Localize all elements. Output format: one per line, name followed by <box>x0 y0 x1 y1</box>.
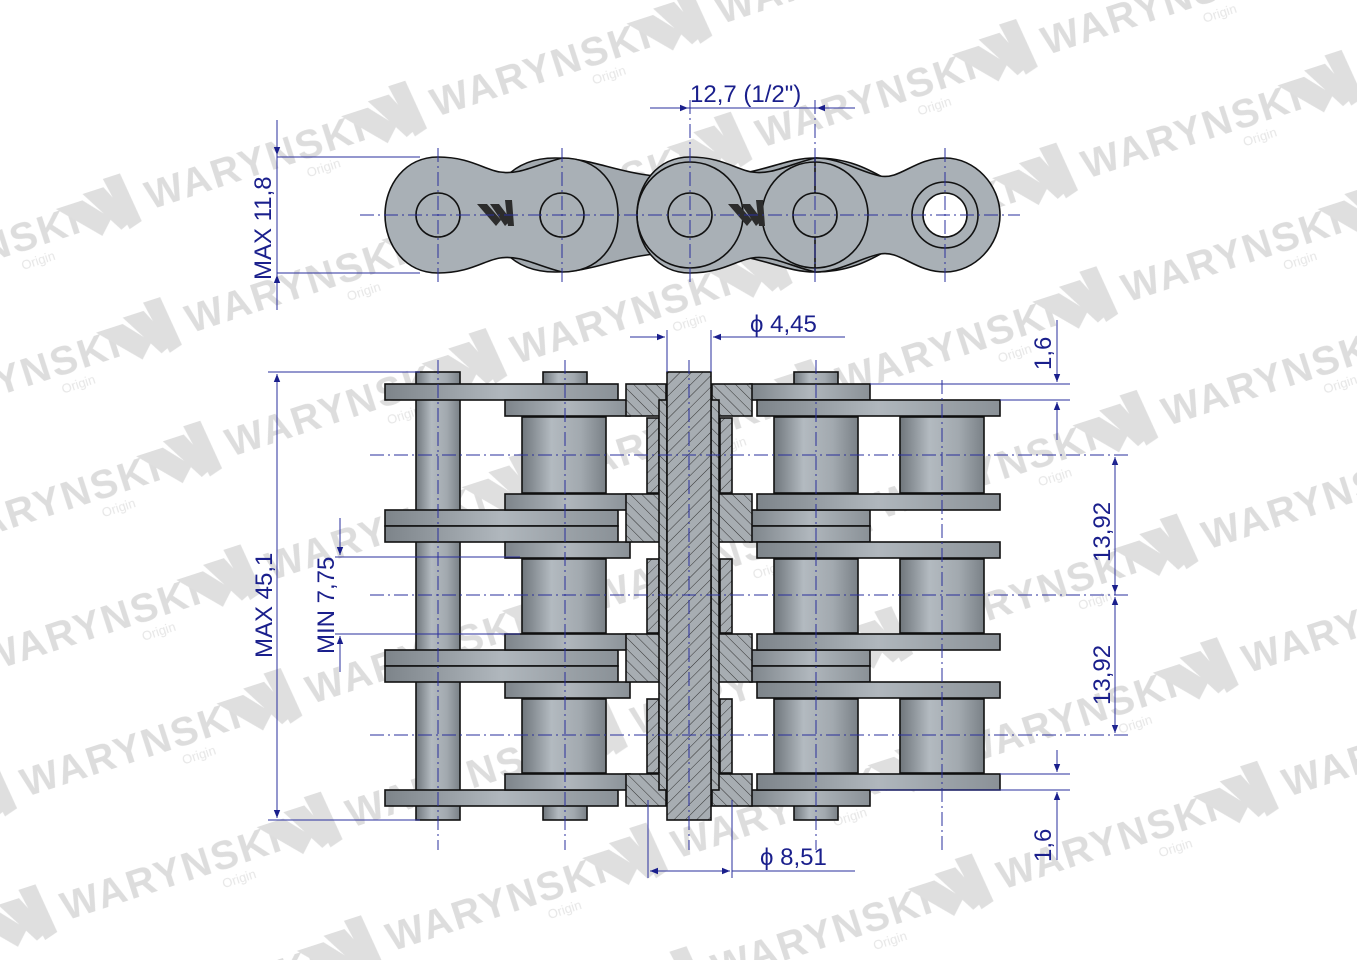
dim-height: MAX 11,8 <box>250 120 420 310</box>
plate-bottom-label: 1,6 <box>1030 829 1057 862</box>
dim-inner-width: MIN 7,75 <box>313 518 520 672</box>
plate-top-label: 1,6 <box>1030 337 1057 370</box>
roller <box>521 558 607 634</box>
dim-overall-width: MAX 45,1 <box>251 371 420 821</box>
roller <box>773 698 859 774</box>
transverse-pitch-1-label: 13,92 <box>1089 502 1116 562</box>
dim-transverse-pitch: 13,92 13,92 <box>1089 457 1119 733</box>
pitch-label: 12,7 (1/2") <box>690 81 801 108</box>
roller-diameter-label: ϕ 8,51 <box>760 844 827 871</box>
side-view <box>360 100 1020 285</box>
pin-diameter-label: ϕ 4,45 <box>750 311 817 338</box>
dim-plate-top: 1,6 <box>870 320 1070 440</box>
overall-width-label: MAX 45,1 <box>251 553 278 658</box>
logo-w-icon <box>728 200 765 226</box>
roller <box>521 698 607 774</box>
top-view <box>370 360 1130 850</box>
logo-w-icon <box>477 200 514 226</box>
inner-width-label: MIN 7,75 <box>313 557 340 654</box>
dim-pin-diameter: ϕ 4,45 <box>630 311 845 372</box>
dim-roller-diameter: ϕ 8,51 <box>647 800 855 878</box>
height-label: MAX 11,8 <box>250 176 277 280</box>
dim-pitch: 12,7 (1/2") <box>650 81 855 112</box>
dim-plate-bottom: 1,6 <box>870 750 1070 862</box>
transverse-pitch-2-label: 13,92 <box>1089 645 1116 705</box>
